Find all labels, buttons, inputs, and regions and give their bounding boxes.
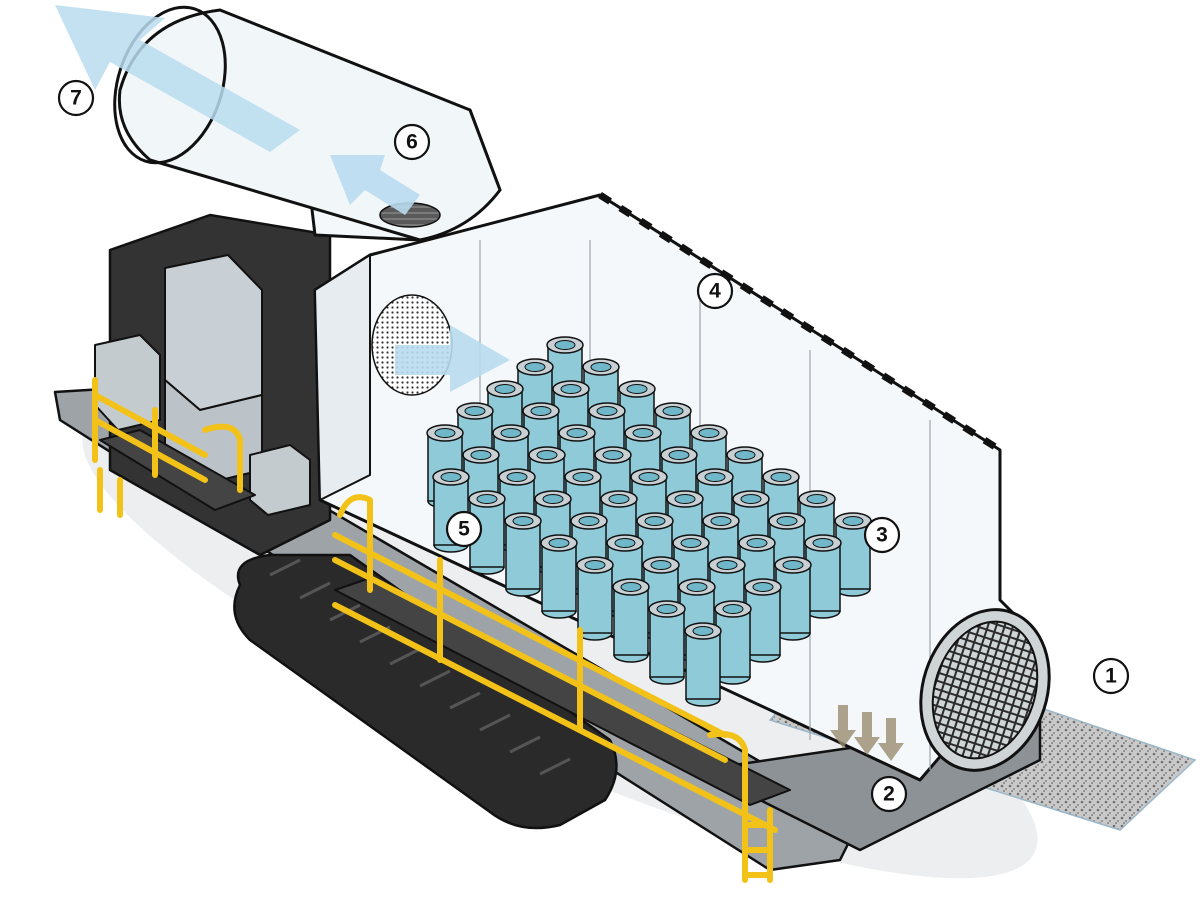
filter-cartridge (804, 534, 842, 619)
housing-front-face (314, 254, 371, 501)
callout-1-label: 1 (1105, 665, 1117, 688)
inlet-grille (931, 620, 1039, 760)
exhaust-duct (117, 8, 502, 242)
callout-2-label: 2 (883, 783, 895, 806)
walkway-main-deck (334, 577, 791, 806)
callout-4-label: 4 (709, 280, 721, 303)
filter-cartridge-array (426, 336, 872, 707)
callout-2: 2 (870, 775, 908, 813)
small-box (249, 444, 311, 516)
callout-7-label: 7 (70, 87, 82, 110)
callout-6-label: 6 (406, 131, 418, 154)
airflow-arrow-exhaust (55, 5, 300, 152)
callout-7: 7 (57, 79, 95, 117)
filter-cartridge (714, 600, 752, 685)
walkway-left-deck (99, 429, 256, 511)
filter-cartridge (576, 556, 614, 641)
filter-cartridge (504, 512, 542, 597)
callout-4: 4 (696, 272, 734, 310)
airflow-arrow-intake (395, 325, 510, 392)
callout-1: 1 (1092, 657, 1130, 695)
callout-5: 5 (445, 510, 483, 548)
airflow-arrow-fan (330, 155, 420, 215)
filter-cartridge (684, 622, 722, 707)
control-cabinet (164, 254, 263, 411)
filter-cartridge (834, 512, 872, 597)
filter-cartridge (612, 578, 650, 663)
crawler-track (233, 553, 618, 830)
filter-cartridge (648, 600, 686, 685)
filter-cartridge (774, 556, 812, 641)
housing-roof-ribs (598, 192, 1002, 453)
debris-drop-arrows (830, 705, 904, 761)
filter-cartridge (540, 534, 578, 619)
callout-3-label: 3 (876, 524, 888, 547)
callout-6: 6 (393, 123, 431, 161)
callout-5-label: 5 (458, 518, 470, 541)
railing-main (332, 494, 778, 883)
callout-3: 3 (863, 516, 901, 554)
railing-left (92, 377, 243, 518)
